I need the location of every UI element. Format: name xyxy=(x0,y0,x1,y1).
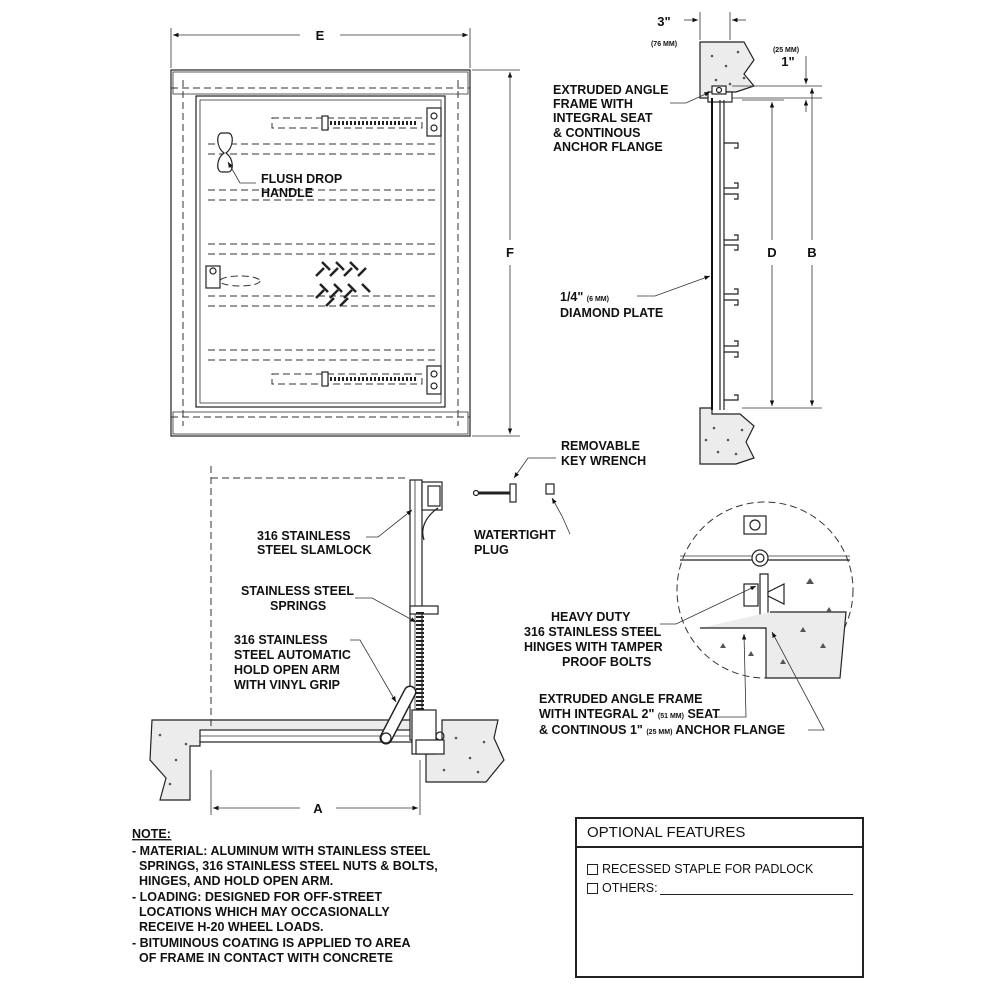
label-flush-drop-handle-line1: FLUSH DROP xyxy=(261,172,342,186)
hinge-detail: HEAVY DUTY 316 STAINLESS STEEL HINGES WI… xyxy=(524,501,854,737)
label-key-wrench-line1: REMOVABLE xyxy=(561,439,640,453)
label-hinges-line2: 316 STAINLESS STEEL xyxy=(524,625,662,639)
label-hinges-line3: HINGES WITH TAMPER xyxy=(524,640,663,654)
label-extruded-frame-bottom-line3: & CONTINOUS 1" (25 MM) ANCHOR FLANGE xyxy=(539,723,785,737)
side-channels xyxy=(724,142,739,401)
label-watertight-plug-line2: PLUG xyxy=(474,543,509,557)
key-wrench-plug: REMOVABLE KEY WRENCH WATERTIGHT PLUG xyxy=(472,439,646,557)
dimension-b: B xyxy=(807,245,816,260)
others-blank-line[interactable] xyxy=(659,882,853,895)
option-others[interactable]: OTHERS: xyxy=(587,881,853,895)
notes-heading: NOTE: xyxy=(132,827,171,841)
label-extruded-frame-top-line1: EXTRUDED ANGLE xyxy=(553,83,669,97)
plan-spring-bottom xyxy=(271,365,442,395)
label-slamlock: 316 STAINLESS STEEL SLAMLOCK xyxy=(257,529,371,557)
dimension-e: E xyxy=(316,28,325,43)
label-watertight-plug: WATERTIGHT PLUG xyxy=(474,528,559,557)
dimension-d: D xyxy=(767,245,776,260)
label-flush-drop-handle: FLUSH DROP HANDLE xyxy=(261,172,346,200)
dimension-f: F xyxy=(506,245,514,260)
label-flange-word: ANCHOR FLANGE xyxy=(675,723,785,737)
label-diamond-plate-size: 1/4" (6 MM) xyxy=(560,290,609,304)
notes-line-5: LOCATIONS WHICH MAY OCCASIONALLY xyxy=(139,905,390,919)
label-extruded-frame-top-line4: & CONTINOUS xyxy=(553,126,641,140)
optional-features-box: OPTIONAL FEATURES RECESSED STAPLE FOR PA… xyxy=(575,817,864,978)
notes-text: - MATERIAL: ALUMINUM WITH STAINLESS STEE… xyxy=(132,844,441,965)
label-hold-open-arm-line2: STEEL AUTOMATIC xyxy=(234,648,351,662)
checkbox-others[interactable] xyxy=(587,882,598,894)
label-watertight-plug-line1: WATERTIGHT xyxy=(474,528,556,542)
option-others-label: OTHERS: xyxy=(602,881,658,895)
dimension-one-inch: 1" xyxy=(781,54,794,69)
label-slamlock-line2: STEEL SLAMLOCK xyxy=(257,543,371,557)
label-hold-open-arm-line3: HOLD OPEN ARM xyxy=(234,663,340,677)
notes-line-2: SPRINGS, 316 STAINLESS STEEL NUTS & BOLT… xyxy=(139,859,438,873)
side-section: 3" (76 MM) (25 MM) 1" D B EXTRUDED ANGLE… xyxy=(553,12,822,465)
label-hinges-line4: PROOF BOLTS xyxy=(562,655,651,669)
label-springs: STAINLESS STEEL SPRINGS xyxy=(241,584,357,613)
notes-line-4: - LOADING: DESIGNED FOR OFF-STREET xyxy=(132,890,382,904)
dimension-three-inch: 3" xyxy=(657,14,670,29)
label-key-wrench: REMOVABLE KEY WRENCH xyxy=(561,439,646,468)
dimension-25mm-top: (25 MM) xyxy=(773,47,799,54)
label-extruded-frame-bottom-line2: WITH INTEGRAL 2" (51 MM) SEAT xyxy=(539,707,720,721)
label-springs-line2: SPRINGS xyxy=(270,599,326,613)
label-hinges-line1: HEAVY DUTY xyxy=(551,610,631,624)
label-diamond-plate-fraction: 1/4" xyxy=(560,290,583,304)
label-extruded-frame-top: EXTRUDED ANGLE FRAME WITH INTEGRAL SEAT … xyxy=(553,83,672,154)
label-flange-mm: (25 MM) xyxy=(646,729,672,736)
plan-spring-top xyxy=(271,107,442,137)
checkbox-recessed-staple[interactable] xyxy=(587,863,598,875)
label-extruded-frame-top-line5: ANCHOR FLANGE xyxy=(553,140,663,154)
elevation-view: A 316 STAINLESS STEEL SLAMLOCK STAINLESS… xyxy=(149,466,505,816)
label-extruded-frame-bottom-line1: EXTRUDED ANGLE FRAME xyxy=(539,692,702,706)
label-springs-line1: STAINLESS STEEL xyxy=(241,584,354,598)
notes-line-7: - BITUMINOUS COATING IS APPLIED TO AREA xyxy=(132,936,410,950)
notes-line-1: - MATERIAL: ALUMINUM WITH STAINLESS STEE… xyxy=(132,844,431,858)
plan-view: E F FLUSH DROP HANDLE xyxy=(170,28,520,437)
label-diamond-plate: DIAMOND PLATE xyxy=(560,306,663,320)
notes-block: NOTE: - MATERIAL: ALUMINUM WITH STAINLES… xyxy=(132,827,441,965)
label-flange-inches: & CONTINOUS 1" xyxy=(539,723,643,737)
plan-ribs xyxy=(208,143,436,361)
notes-line-8: OF FRAME IN CONTACT WITH CONCRETE xyxy=(139,951,393,965)
label-hinges: HEAVY DUTY 316 STAINLESS STEEL HINGES WI… xyxy=(524,610,666,669)
notes-line-3: HINGES, AND HOLD OPEN ARM. xyxy=(139,874,333,888)
label-hold-open-arm-line1: 316 STAINLESS xyxy=(234,633,328,647)
label-slamlock-line1: 316 STAINLESS xyxy=(257,529,351,543)
label-key-wrench-line2: KEY WRENCH xyxy=(561,454,646,468)
label-flush-drop-handle-line2: HANDLE xyxy=(261,186,313,200)
label-hold-open-arm-line4: WITH VINYL GRIP xyxy=(234,678,340,692)
label-extruded-frame-top-line3: INTEGRAL SEAT xyxy=(553,111,653,125)
dimension-a: A xyxy=(313,801,323,816)
label-diamond-plate-mm: (6 MM) xyxy=(587,296,609,303)
option-recessed-staple[interactable]: RECESSED STAPLE FOR PADLOCK xyxy=(587,862,813,876)
option-recessed-staple-label: RECESSED STAPLE FOR PADLOCK xyxy=(602,862,814,876)
label-seat-mm: (51 MM) xyxy=(658,713,684,720)
optional-features-title: OPTIONAL FEATURES xyxy=(577,819,862,848)
label-seat-word: SEAT xyxy=(687,707,720,721)
dimension-76mm: (76 MM) xyxy=(651,41,677,48)
label-extruded-frame-top-line2: FRAME WITH xyxy=(553,97,633,111)
diamond-plate-pattern xyxy=(315,261,371,307)
label-seat-inches: WITH INTEGRAL 2" xyxy=(539,707,654,721)
plan-slamlock xyxy=(205,265,261,289)
notes-line-6: RECEIVE H-20 WHEEL LOADS. xyxy=(139,920,324,934)
label-hold-open-arm: 316 STAINLESS STEEL AUTOMATIC HOLD OPEN … xyxy=(234,633,354,692)
